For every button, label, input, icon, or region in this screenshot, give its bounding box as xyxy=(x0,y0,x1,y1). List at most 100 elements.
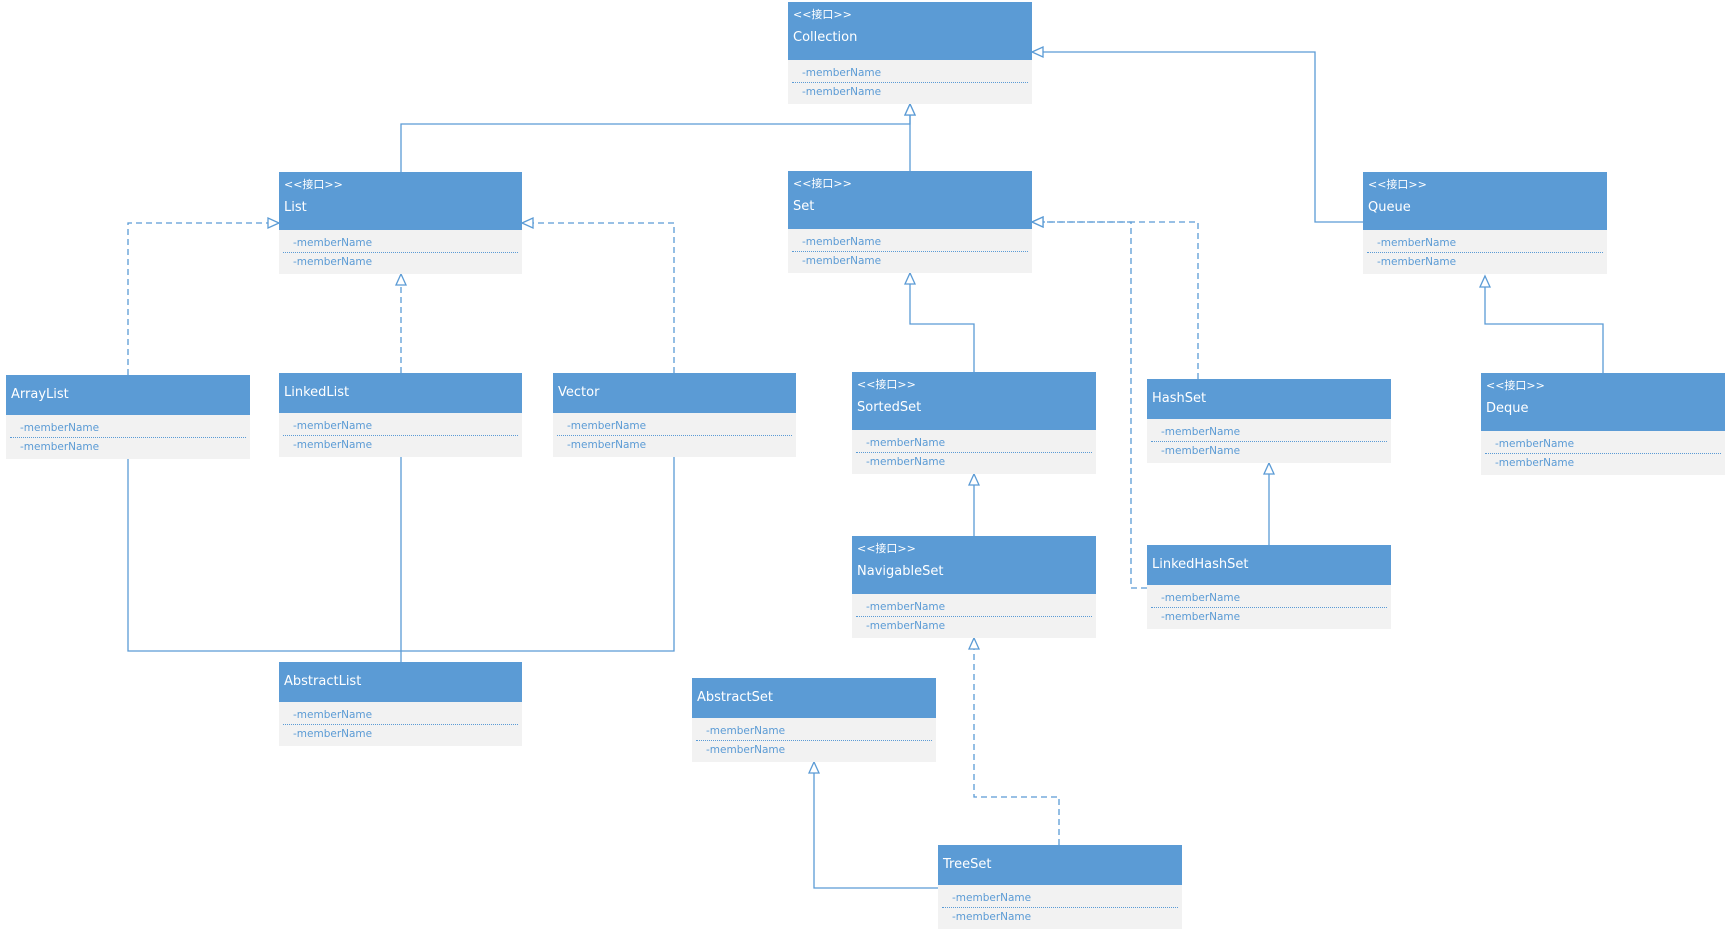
class-name: AbstractList xyxy=(284,674,362,689)
class-header: ArrayList xyxy=(6,375,250,415)
connector-vector-to-abstractlist xyxy=(401,457,675,652)
class-members: -memberName-memberName xyxy=(788,60,1032,104)
class-box-set[interactable]: <<接口>>Set-memberName-memberName xyxy=(788,171,1032,273)
member-attribute: -memberName xyxy=(1161,592,1241,604)
member-attribute: -memberName xyxy=(1151,441,1387,460)
member-attribute: -memberName xyxy=(792,251,1028,270)
class-box-hashset[interactable]: HashSet -memberName -memberName xyxy=(1147,379,1391,463)
member-attribute: -memberName xyxy=(557,435,792,454)
class-name: Queue xyxy=(1368,200,1411,215)
member-attribute: -memberName xyxy=(706,725,786,737)
class-header: AbstractList xyxy=(279,662,522,702)
class-members: -memberName -memberName xyxy=(279,413,522,457)
class-box-sortedset[interactable]: <<接口>> SortedSet -memberName -memberName xyxy=(852,372,1096,474)
class-header: <<接口>> Collection xyxy=(788,2,1032,60)
member-attribute: -memberName xyxy=(293,709,373,721)
member-attribute: -memberName xyxy=(952,892,1032,904)
member-attribute: -memberName xyxy=(696,740,932,759)
member-attribute: -memberName xyxy=(283,724,518,743)
arrowhead-treeset-to-abstractset xyxy=(807,760,821,774)
class-name: ArrayList xyxy=(11,387,69,402)
member-attribute: -memberName xyxy=(283,252,518,271)
class-box-list[interactable]: <<接口>> List -memberName -memberName xyxy=(279,172,522,274)
arrowhead-queue-to-collection xyxy=(1030,45,1044,59)
member-attribute: -memberName xyxy=(283,435,518,454)
class-box-abstractset[interactable]: AbstractSet -memberName -memberName xyxy=(692,678,936,762)
class-stereotype: <<接口>> xyxy=(1368,178,1427,191)
connector-treeset-to-navigableset xyxy=(973,638,1060,845)
class-header: LinkedList xyxy=(279,373,522,413)
arrowhead-linkedhashset-to-set xyxy=(1030,215,1044,229)
class-name: Collection xyxy=(793,30,858,45)
class-box-queue[interactable]: <<接口>> Queue -memberName -memberName xyxy=(1363,172,1607,274)
connector-queue-to-collection xyxy=(1032,51,1363,223)
class-header: <<接口>>Deque xyxy=(1481,373,1725,431)
class-header: Vector xyxy=(553,373,796,413)
member-attribute: -memberName xyxy=(1495,438,1575,450)
class-members: -memberName -memberName xyxy=(553,413,796,457)
class-stereotype: <<接口>> xyxy=(793,8,852,21)
class-members: -memberName -memberName xyxy=(279,230,522,274)
member-attribute: -memberName xyxy=(10,437,246,456)
class-members: -memberName -memberName xyxy=(692,718,936,762)
class-box-navigableset[interactable]: <<接口>>NavigableSet-memberName-memberName xyxy=(852,536,1096,638)
class-name: TreeSet xyxy=(943,857,992,872)
connector-vector-to-list xyxy=(522,222,675,373)
class-stereotype: <<接口>> xyxy=(857,378,916,391)
arrowhead-arraylist-to-list xyxy=(267,216,281,230)
class-members: -memberName -memberName xyxy=(1481,431,1725,475)
class-members: -memberName -memberName xyxy=(6,415,250,459)
arrowhead-sortedset-to-set xyxy=(903,271,917,285)
class-box-collection[interactable]: <<接口>> Collection -memberName-memberName xyxy=(788,2,1032,104)
class-stereotype: <<接口>> xyxy=(857,542,916,555)
member-attribute: -memberName xyxy=(1161,426,1241,438)
class-name: NavigableSet xyxy=(857,564,944,579)
class-box-abstractlist[interactable]: AbstractList -memberName -memberName xyxy=(279,662,522,746)
member-attribute: -memberName xyxy=(802,67,882,79)
class-header: AbstractSet xyxy=(692,678,936,718)
class-members: -memberName -memberName xyxy=(852,430,1096,474)
member-attribute: -memberName xyxy=(1485,453,1721,472)
arrowhead-linkedhashset-to-hashset xyxy=(1262,461,1276,475)
class-name: SortedSet xyxy=(857,400,922,415)
class-name: HashSet xyxy=(1152,391,1207,406)
class-members: -memberName -memberName xyxy=(1363,230,1607,274)
class-name: Vector xyxy=(558,385,600,400)
class-name: LinkedHashSet xyxy=(1152,557,1249,572)
class-header: <<接口>> NavigableSet xyxy=(852,536,1096,594)
arrowhead-linkedlist-to-list xyxy=(394,272,408,286)
class-box-arraylist[interactable]: ArrayList -memberName -memberName xyxy=(6,375,250,459)
connector-list-to-collection xyxy=(400,104,911,172)
class-header: <<接口>> List xyxy=(279,172,522,230)
member-attribute: -memberName xyxy=(866,601,946,613)
arrowhead-vector-to-list xyxy=(520,216,534,230)
member-attribute: -memberName xyxy=(856,452,1092,471)
member-attribute: -memberName xyxy=(1151,607,1387,626)
arrowhead-set-to-collection xyxy=(903,102,917,116)
class-stereotype: <<接口>> xyxy=(284,178,343,191)
class-members: -memberName -memberName xyxy=(1147,419,1391,463)
class-box-vector[interactable]: Vector -memberName -memberName xyxy=(553,373,796,457)
member-attribute: -memberName xyxy=(293,237,373,249)
member-attribute: -memberName xyxy=(866,437,946,449)
member-attribute: -memberName xyxy=(802,236,882,248)
connector-linkedhashset-to-set xyxy=(1032,221,1147,589)
class-box-treeset[interactable]: TreeSet -memberName-memberName xyxy=(938,845,1182,929)
member-attribute: -memberName xyxy=(1377,237,1457,249)
class-box-deque[interactable]: <<接口>>Deque -memberName -memberName xyxy=(1481,373,1725,475)
class-name: List xyxy=(284,200,307,215)
arrowhead-treeset-to-navigableset xyxy=(967,636,981,650)
member-attribute: -memberName xyxy=(567,420,647,432)
class-members: -memberName -memberName xyxy=(1147,585,1391,629)
member-attribute: -memberName xyxy=(20,422,100,434)
arrowhead-deque-to-queue xyxy=(1478,274,1492,288)
member-attribute: -memberName xyxy=(293,420,373,432)
connector-arraylist-to-list xyxy=(127,222,279,375)
class-box-linkedlist[interactable]: LinkedList -memberName -memberName xyxy=(279,373,522,457)
class-members: -memberName-memberName xyxy=(938,885,1182,929)
class-box-linkedhashset[interactable]: LinkedHashSet -memberName -memberName xyxy=(1147,545,1391,629)
member-attribute: -memberName xyxy=(1367,252,1603,271)
connector-deque-to-queue xyxy=(1484,276,1604,373)
class-name: Deque xyxy=(1486,401,1529,416)
